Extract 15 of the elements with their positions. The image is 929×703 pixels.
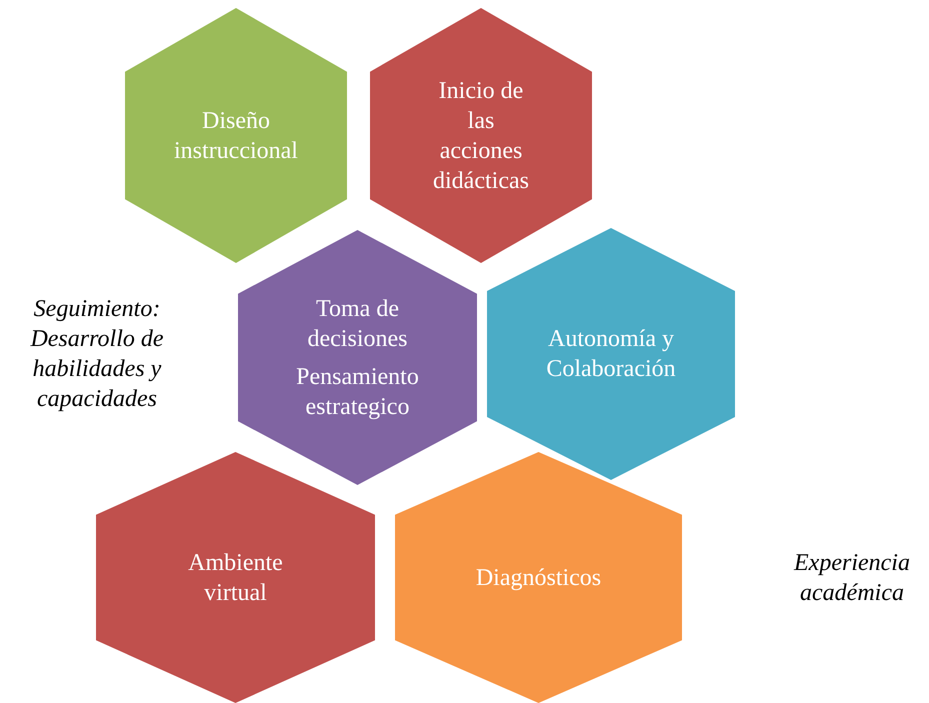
hexagon [96,452,375,703]
hexagon-label: Pensamiento estrategico [295,362,420,422]
hexagon [487,228,735,480]
hexagon-label: Inicio de las acciones didácticas [432,76,530,196]
side-note: Seguimiento: Desarrollo de habilidades y capacidades [29,295,165,414]
hexagon-label: Ambiente virtual [187,548,284,608]
hexagon-label: Autonomía y Colaboración [545,325,677,384]
hexagon-label: Toma de decisiones [306,294,408,354]
hexagon [395,452,682,703]
hexagon [125,8,347,263]
hexagon-label: Diseño instruccional [173,106,299,166]
side-note: Experiencia académica [792,549,911,608]
hexagon-label: Diagnósticos [474,564,602,592]
hexagon [238,230,477,485]
hexagon [370,8,592,263]
